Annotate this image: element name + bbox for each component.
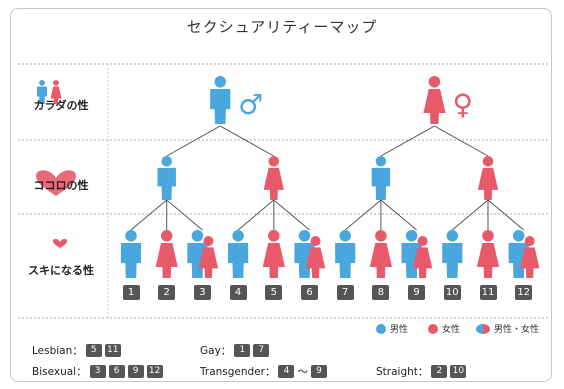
number-badge: 8 <box>372 285 390 300</box>
page-title: セクシュアリティーマップ <box>186 18 378 36</box>
category-straight: Straight： 2 10 <box>376 364 467 379</box>
number-chip: 3 <box>89 365 106 378</box>
male-attraction-icon <box>335 230 356 278</box>
number-chip: 5 <box>85 344 102 357</box>
number-badge: 7 <box>336 285 354 300</box>
male-mini-icon <box>36 80 48 104</box>
category-transgender: Transgender： 4 〜 9 <box>200 364 327 379</box>
number-chip: 4 <box>278 365 295 378</box>
male-attraction-icon <box>187 230 208 278</box>
tree-branch-line <box>380 199 417 231</box>
number-badge: 12 <box>515 285 533 300</box>
number-chip: 2 <box>431 365 448 378</box>
female-mini-icon <box>50 80 62 104</box>
female-attraction-icon <box>198 236 219 278</box>
female-heart-icon <box>263 156 284 200</box>
male-symbol-icon: ♂ <box>238 88 263 121</box>
number-badge: 11 <box>479 285 497 300</box>
heart-icon <box>36 170 76 196</box>
female-attraction-icon <box>155 230 178 278</box>
tree-branch-line <box>220 125 275 157</box>
number-chip: 11 <box>104 344 121 357</box>
row-label-body-sex: カラダの性 <box>33 99 89 112</box>
number-chip: 12 <box>146 365 163 378</box>
tree-branch-line <box>487 199 525 231</box>
male-heart-icon <box>157 156 176 200</box>
tree-branch-line <box>380 125 435 157</box>
map-frame <box>10 8 552 382</box>
category-straight-label: Straight： <box>376 366 429 378</box>
tree-branch-line <box>166 125 221 157</box>
tree-branch-line <box>434 125 489 157</box>
category-bisexual-label: Bisexual： <box>32 366 87 378</box>
number-badge: 10 <box>443 285 461 300</box>
male-attraction-icon <box>120 230 142 278</box>
legend-male: 男性 <box>376 322 408 335</box>
number-badge: 2 <box>158 285 176 300</box>
range-separator: 〜 <box>297 366 308 378</box>
number-badge: 1 <box>122 285 140 300</box>
number-badge: 9 <box>408 285 426 300</box>
male-body-icon <box>210 76 231 124</box>
number-chip: 7 <box>253 344 270 357</box>
category-lesbian-label: Lesbian： <box>32 345 83 357</box>
tree-branch-line <box>130 199 168 231</box>
number-chip: 10 <box>450 365 467 378</box>
male-attraction-icon <box>442 230 463 278</box>
male-attraction-icon <box>294 230 315 278</box>
female-attraction-icon <box>369 230 392 278</box>
legend-female: 女性 <box>428 322 460 335</box>
number-badge: 3 <box>193 285 211 300</box>
small-heart-icon <box>53 238 67 248</box>
male-attraction-icon <box>508 230 529 278</box>
female-attraction-icon <box>519 236 540 278</box>
category-lesbian: Lesbian： 5 11 <box>32 343 121 358</box>
number-badge: 4 <box>229 285 247 300</box>
tree-branch-line <box>166 199 203 231</box>
female-attraction-icon <box>412 236 433 278</box>
category-bisexual: Bisexual： 3 6 9 12 <box>32 364 163 379</box>
female-dot-icon <box>428 323 438 334</box>
female-attraction-icon <box>305 236 326 278</box>
male-female-dot-icon <box>476 323 490 334</box>
legend-both: 男性・女性 <box>476 322 539 335</box>
male-attraction-icon <box>228 230 249 278</box>
female-heart-icon <box>477 156 499 200</box>
row-label-attraction-sex: スキになる性 <box>28 264 94 277</box>
category-transgender-label: Transgender： <box>200 366 276 378</box>
female-attraction-icon <box>476 230 500 278</box>
category-gay-label: Gay： <box>200 345 232 357</box>
number-chip: 9 <box>127 365 144 378</box>
number-chip: 6 <box>108 365 125 378</box>
legend-male-label: 男性 <box>390 325 409 335</box>
tree-branch-line <box>344 199 382 231</box>
female-symbol-icon: ♀ <box>452 88 473 121</box>
category-gay: Gay： 1 7 <box>200 343 270 358</box>
tree-branch-line <box>451 199 489 231</box>
female-attraction-icon <box>262 230 285 278</box>
male-attraction-icon <box>401 230 422 278</box>
male-dot-icon <box>376 323 386 334</box>
row-label-heart-sex: ココロの性 <box>33 179 89 192</box>
legend-female-label: 女性 <box>442 325 461 335</box>
female-body-icon <box>423 76 446 124</box>
male-heart-icon <box>371 156 391 200</box>
legend-both-label: 男性・女性 <box>494 325 540 335</box>
tree-branch-line <box>237 199 275 231</box>
tree-branch-line <box>273 199 310 231</box>
number-badge: 6 <box>301 285 318 300</box>
number-badge: 5 <box>265 285 283 300</box>
number-chip: 1 <box>234 344 251 357</box>
number-chip: 9 <box>310 365 327 378</box>
